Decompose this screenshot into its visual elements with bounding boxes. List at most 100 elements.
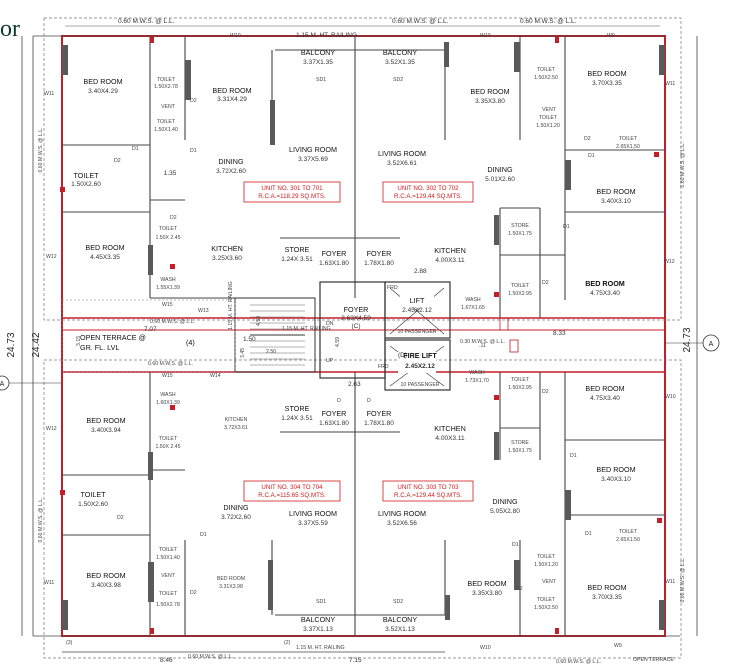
room-name: LIVING ROOM bbox=[378, 149, 426, 158]
tag-w9: W9 bbox=[614, 643, 622, 649]
room-dim: 1.55X1.39 bbox=[156, 285, 180, 291]
room-name: FOYER bbox=[367, 409, 392, 418]
grid-marker-a-right: A bbox=[709, 341, 714, 348]
room-name: TOILET bbox=[73, 171, 99, 180]
room-dim: 1.50X1.40 bbox=[156, 555, 180, 561]
bottom-dimensions: 8.46 0.60 M.W.S. @ L.L. 1.15 M. HT. RAIL… bbox=[62, 645, 674, 665]
room-name: KITCHEN bbox=[434, 424, 466, 433]
room-dim: 2.45X2.12 bbox=[405, 363, 435, 370]
top-dim-railing: 1.15 M. HT. RAILING bbox=[296, 32, 357, 39]
room-dim: 1.50X1.40 bbox=[154, 127, 178, 133]
room-name: DINING bbox=[218, 157, 244, 166]
dim-11: .11 bbox=[479, 343, 486, 349]
room-dim: 1.67X1.65 bbox=[461, 305, 485, 311]
room-name: BED ROOM bbox=[470, 87, 509, 96]
room-name: KITCHEN bbox=[225, 417, 248, 423]
bottom-dim-846: 8.46 bbox=[160, 657, 173, 664]
room-name: BED ROOM bbox=[86, 416, 125, 425]
room-dim: 3.52X6.61 bbox=[387, 160, 417, 167]
room-name: WASH bbox=[160, 392, 176, 398]
room-name: BALCONY bbox=[301, 48, 336, 57]
room-name: BALCONY bbox=[383, 48, 418, 57]
room-name: FOYER bbox=[344, 305, 369, 314]
room-name: FOYER bbox=[322, 249, 347, 258]
room-dim: 1.50X2.95 bbox=[508, 385, 532, 391]
room-name: FOYER bbox=[367, 249, 392, 258]
dim-left-mws-1: 0.60 M.W.S. @ L.L. bbox=[38, 127, 44, 172]
room-cap: 10 PASSENGER bbox=[400, 382, 439, 388]
room-name: STORE bbox=[285, 404, 310, 413]
room-name: DINING bbox=[492, 497, 518, 506]
room-name: BED ROOM bbox=[587, 69, 626, 78]
room-dim: 1.50X2.60 bbox=[78, 501, 108, 508]
unit-302-label: UNIT NO. 302 TO 702 bbox=[397, 185, 459, 192]
room-name: BED ROOM bbox=[85, 243, 124, 252]
dim-rail-v: 1.15 M. HT. RAILING bbox=[228, 281, 234, 330]
tag-sd2: SD2 bbox=[393, 599, 403, 605]
room-dim: 4.45X3.35 bbox=[90, 254, 120, 261]
room-dim: 3.40X4.29 bbox=[88, 88, 118, 95]
vent-markers bbox=[60, 37, 662, 634]
unit-304-rca: R.C.A.=115.65 SQ.MTS. bbox=[258, 492, 326, 499]
room-dim: 1.78X1.80 bbox=[364, 420, 394, 427]
tag-d2: D2 bbox=[170, 215, 177, 221]
room-dim: 4.75X3.40 bbox=[590, 290, 620, 297]
room-name: BED ROOM bbox=[467, 579, 506, 588]
room-dim: 1.50X2.50 bbox=[534, 75, 558, 81]
room-name: WASH bbox=[160, 277, 176, 283]
room-name: TOILET bbox=[537, 67, 556, 73]
tag-d2: D2 bbox=[516, 586, 523, 592]
room-dim: 1.50X1.20 bbox=[534, 562, 558, 568]
room-dim: 3.25X3.60 bbox=[212, 255, 242, 262]
tag-w10: W10 bbox=[665, 394, 676, 400]
room-labels: BED ROOM 3.40X4.29 TOILET 1.50X2.78 VENT… bbox=[71, 48, 640, 633]
room-name: LIFT bbox=[410, 296, 425, 305]
tag-w10: W10 bbox=[480, 645, 491, 651]
room-name: TOILET bbox=[157, 119, 176, 125]
tag-w11: W11 bbox=[665, 579, 675, 585]
room-dim: 1.24X 3.51 bbox=[281, 415, 313, 422]
room-name: VENT bbox=[161, 573, 176, 579]
room-dim: 3.72X2.60 bbox=[216, 168, 246, 175]
mws-mid-l2: 0.60 M.W.S. @ L.L. bbox=[148, 361, 193, 367]
dim-left-mws-2: 0.60 M.W.S. @ L.L. bbox=[38, 497, 44, 542]
dim-288: 2.88 bbox=[414, 268, 427, 275]
dim-833: 8.33 bbox=[553, 330, 566, 337]
brand-fragment: or bbox=[0, 16, 20, 42]
room-name: VENT bbox=[542, 107, 557, 113]
room-name: STORE bbox=[285, 245, 310, 254]
room-dim: 3.70X3.35 bbox=[592, 80, 622, 87]
room-sub: GR. FL. LVL bbox=[80, 343, 119, 352]
tag-w15: W15 bbox=[162, 302, 173, 308]
room-dim: 5.01X2.60 bbox=[485, 176, 515, 183]
room-name: VENT bbox=[161, 104, 176, 110]
room-name: BED ROOM bbox=[585, 279, 625, 288]
left-dimensions: 24.73 24.42 0.60 M.W.S. @ L.L. 0.60 M.W.… bbox=[0, 36, 62, 636]
unit-labels: UNIT NO. 301 TO 701 R.C.A.=118.29 SQ.MTS… bbox=[243, 181, 474, 502]
room-tag: (4) bbox=[186, 338, 195, 347]
room-dim: 3.35X3.80 bbox=[475, 98, 505, 105]
room-dim: 3.72X3.61 bbox=[224, 425, 248, 431]
tag-3: (3) bbox=[66, 640, 73, 646]
wall-blocks bbox=[62, 42, 665, 630]
room-tag: (D) bbox=[398, 352, 407, 359]
tag-w12: W12 bbox=[46, 426, 57, 432]
bottom-dim-715: 7.15 bbox=[349, 657, 362, 664]
tag-sd1: SD1 bbox=[316, 599, 326, 605]
room-name: BED ROOM bbox=[86, 571, 125, 580]
bottom-dim-mws-1: 0.60 M.W.S. @ L.L. bbox=[188, 654, 233, 660]
room-name: STORE bbox=[511, 223, 529, 229]
tag-up: UP bbox=[326, 358, 334, 364]
mws-mid-l: 0.60 M.W.S. @ L.L. bbox=[150, 319, 195, 325]
tag-d2: D2 bbox=[190, 98, 197, 104]
tag-d2: D2 bbox=[542, 389, 549, 395]
tag-w9: W9 bbox=[607, 33, 615, 39]
room-dim: 3.40X3.10 bbox=[601, 476, 631, 483]
dim-stair-rise: 4.50 bbox=[256, 316, 262, 326]
core bbox=[234, 281, 451, 391]
room-name: FIRE LIFT bbox=[403, 351, 437, 360]
dim-stair-r: 2.50 bbox=[266, 349, 276, 355]
tag-w10: W10 bbox=[480, 33, 491, 39]
room-name: BALCONY bbox=[301, 615, 336, 624]
room-name: BED ROOM bbox=[83, 77, 122, 86]
